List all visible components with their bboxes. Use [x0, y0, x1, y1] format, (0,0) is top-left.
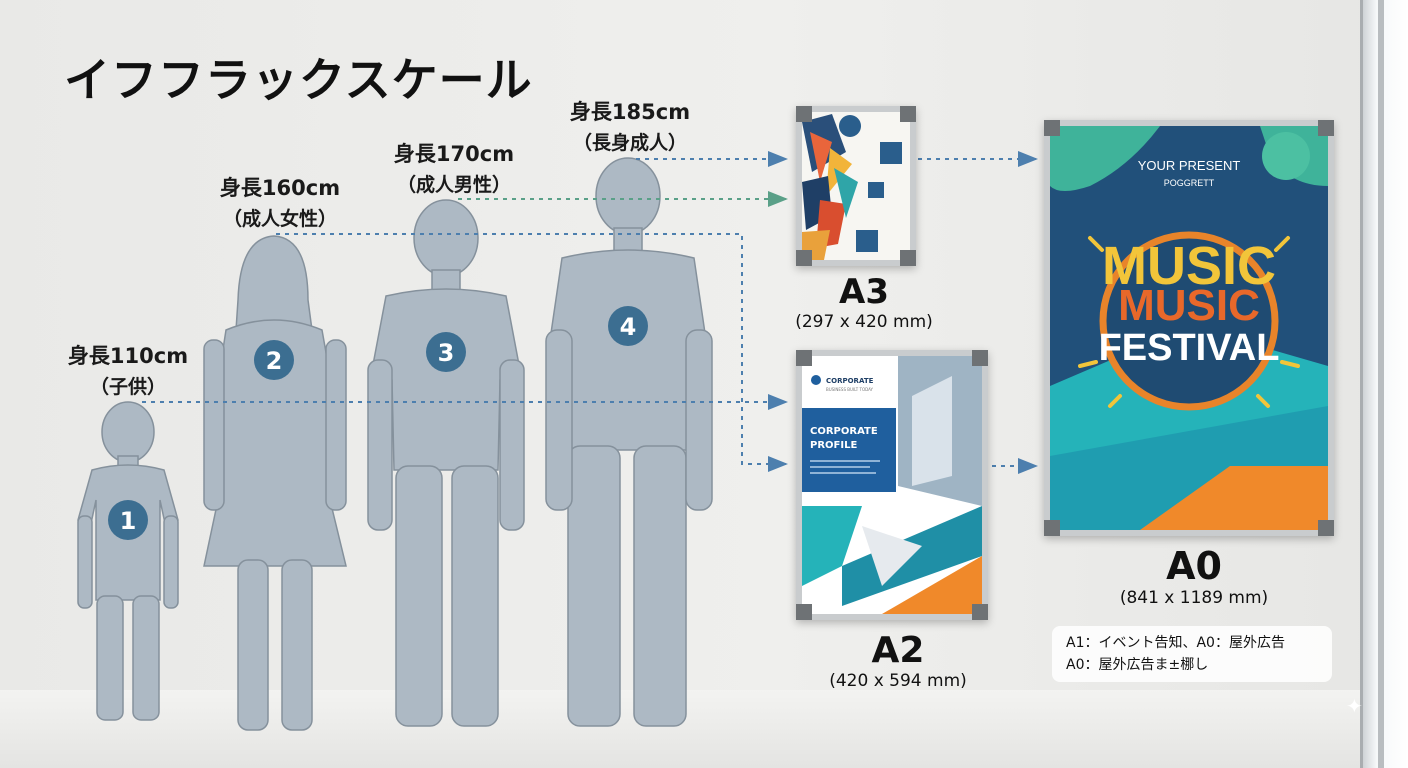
usage-note: A1：イベント告知、A0：屋外広告 A0：屋外広告ま±梛し	[1052, 626, 1332, 682]
poster-size: (841 x 1189 mm)	[1119, 588, 1269, 608]
height-value: 身長170cm	[393, 142, 515, 166]
a2-headline-1: CORPORATE	[810, 426, 878, 437]
poster-name: A2	[871, 630, 925, 671]
poster-size: (297 x 420 mm)	[795, 312, 933, 332]
height-desc: （成人女性）	[222, 208, 337, 230]
badge-4: 4	[620, 313, 637, 341]
height-value: 身長160cm	[219, 176, 341, 200]
window	[1360, 0, 1408, 768]
a2-headline-2: PROFILE	[810, 440, 857, 451]
a0-top-1: YOUR PRESENT	[1138, 158, 1241, 173]
note-line-2: A0：屋外広告ま±梛し	[1066, 657, 1209, 673]
a0-line-1: MUSIC	[1102, 236, 1276, 296]
poster-a3	[796, 106, 916, 266]
height-value: 身長185cm	[569, 100, 691, 124]
figure-badges: 1 2 3 4	[108, 306, 648, 540]
height-label-child: 身長110cm （子供）	[62, 340, 194, 399]
window-frame	[1378, 0, 1384, 768]
height-label-woman: 身長160cm （成人女性）	[206, 172, 354, 231]
figure-woman	[203, 235, 347, 731]
figure-child	[77, 401, 179, 721]
height-value: 身長110cm	[67, 344, 189, 368]
note-line-1: A1：イベント告知、A0：屋外広告	[1066, 635, 1285, 651]
sparkle-icon: ✦	[1346, 694, 1363, 718]
page-title: イフフラックスケール	[64, 53, 533, 107]
height-desc: （子供）	[89, 376, 166, 398]
poster-a2: CORPORATE BUSINESS BUILT TODAY CORPORATE…	[796, 350, 988, 620]
poster-name: A3	[839, 272, 889, 312]
badge-3: 3	[438, 339, 455, 367]
a2-subheader: BUSINESS BUILT TODAY	[826, 387, 874, 392]
size-label-a0: A0 (841 x 1189 mm)	[1100, 544, 1288, 608]
a0-top-2: POGGRETT	[1164, 178, 1215, 188]
poster-a0: YOUR PRESENT POGGRETT MUSIC MUSIC FESTIV…	[1044, 120, 1334, 536]
size-label-a3: A3 (297 x 420 mm)	[786, 272, 942, 332]
poster-size: (420 x 594 mm)	[829, 671, 967, 691]
height-label-tall: 身長185cm （長身成人）	[556, 96, 704, 155]
a0-line-2: MUSIC	[1118, 281, 1260, 330]
height-desc: （成人男性）	[396, 174, 511, 196]
a2-artwork: CORPORATE BUSINESS BUILT TODAY CORPORATE…	[802, 356, 982, 614]
badge-1: 1	[120, 507, 137, 535]
badge-2: 2	[266, 347, 283, 375]
figure-man	[367, 199, 525, 727]
figure-tall	[545, 157, 713, 727]
a3-artwork	[802, 112, 910, 260]
height-label-man: 身長170cm （成人男性）	[380, 138, 528, 197]
poster-name: A0	[1166, 544, 1222, 588]
height-desc: （長身成人）	[572, 132, 687, 154]
a0-artwork: YOUR PRESENT POGGRETT MUSIC MUSIC FESTIV…	[1050, 126, 1328, 530]
a2-header: CORPORATE	[826, 377, 874, 385]
a0-line-3: FESTIVAL	[1099, 327, 1280, 369]
size-label-a2: A2 (420 x 594 mm)	[812, 630, 984, 691]
